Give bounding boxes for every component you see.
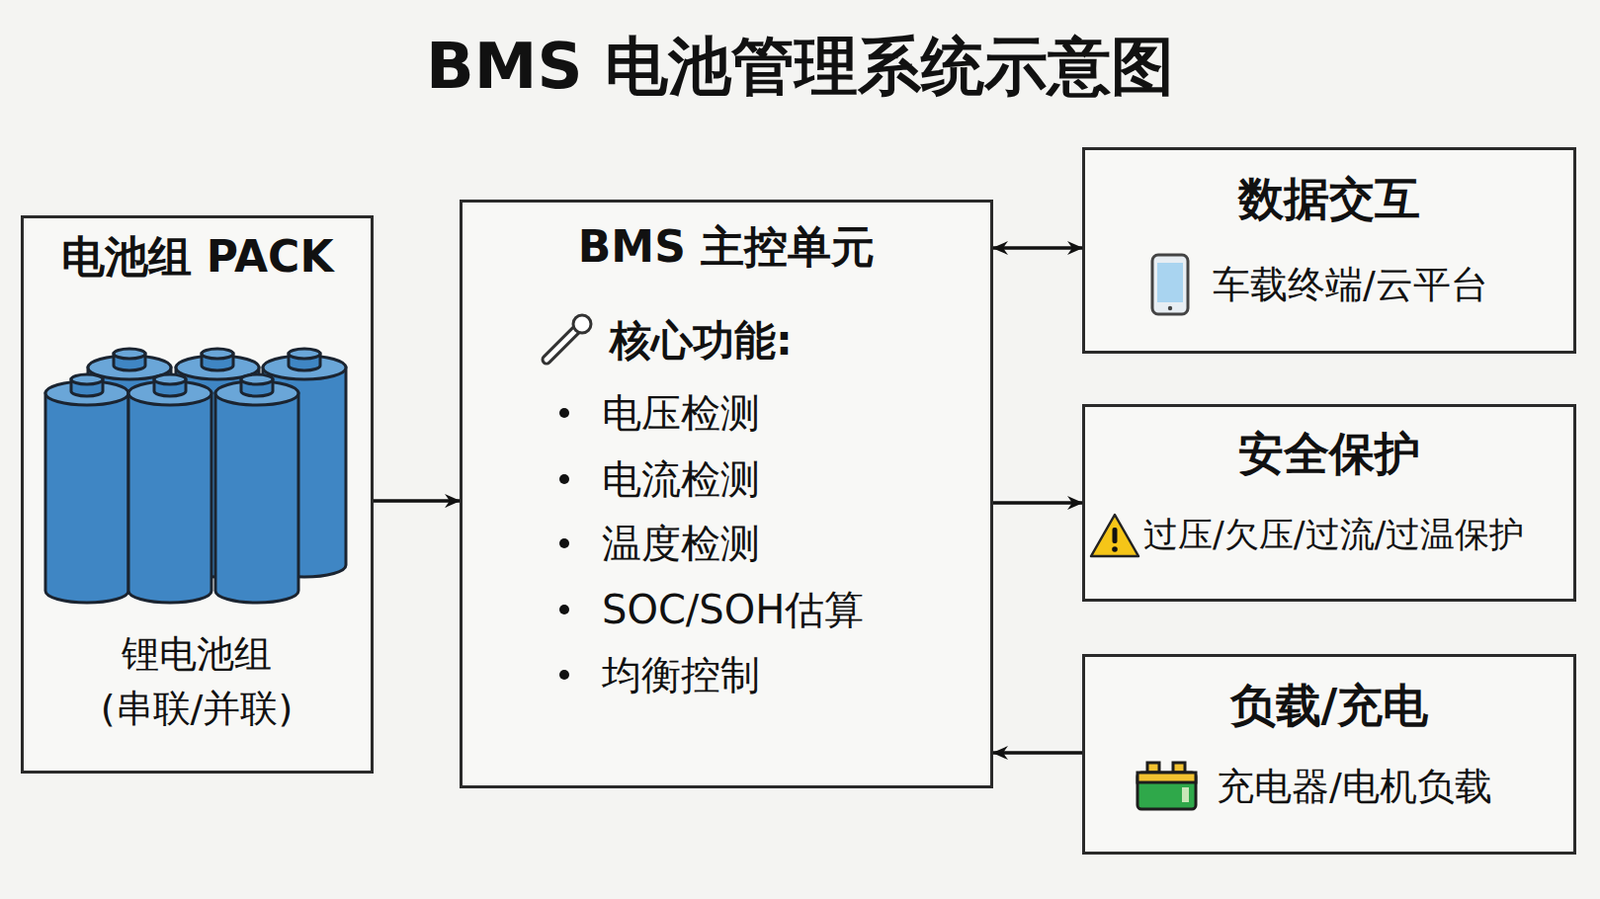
process-box: 电池组 PACK 锂电池组 (串联/并联) xyxy=(20,215,374,774)
warning-icon xyxy=(1091,514,1139,557)
process-box: 负载/充电充电器/电机负载 xyxy=(1082,654,1577,855)
box-heading: 电池组 PACK xyxy=(20,225,374,289)
box-text: SOC/SOH估算 xyxy=(601,581,864,639)
box-text: 锂电池组 (串联/并联) xyxy=(78,627,316,737)
battery-cells xyxy=(45,348,346,603)
battery-icon xyxy=(1137,762,1196,810)
box-heading: 安全保护 xyxy=(1082,421,1577,488)
arrow-connector xyxy=(993,751,1083,756)
arrow-connector xyxy=(993,501,1083,506)
box-heading: 负载/充电 xyxy=(1082,673,1577,740)
arrow-connector xyxy=(373,499,460,504)
process-box: BMS 主控单元核心功能: 电压检测电流检测温度检测 SOC/SOH估算均衡控制 xyxy=(459,199,994,789)
box-text: 电流检测 xyxy=(601,450,760,508)
box-text: 温度检测 xyxy=(601,514,760,573)
box-heading: BMS 主控单元 xyxy=(459,215,994,279)
diagram-title: BMS 电池管理系统示意图 xyxy=(0,23,1600,110)
process-box: 安全保护过压/欠压/过流/过温保护 xyxy=(1082,404,1577,602)
list-bullets xyxy=(559,408,570,680)
box-text: 车载终端/云平台 xyxy=(1212,257,1489,313)
box-text: 核心功能: xyxy=(609,311,793,372)
phone-icon xyxy=(1152,254,1188,315)
box-text: 均衡控制 xyxy=(601,646,760,704)
box-text: 过压/欠压/过流/过温保护 xyxy=(1143,509,1524,561)
box-text: 充电器/电机负载 xyxy=(1216,759,1493,815)
box-heading: 数据交互 xyxy=(1082,166,1577,233)
arrow-connector xyxy=(993,246,1083,251)
box-text: 电压检测 xyxy=(601,384,760,442)
process-box: 数据交互车载终端/云平台 xyxy=(1082,147,1577,354)
wrench-icon xyxy=(546,315,591,360)
